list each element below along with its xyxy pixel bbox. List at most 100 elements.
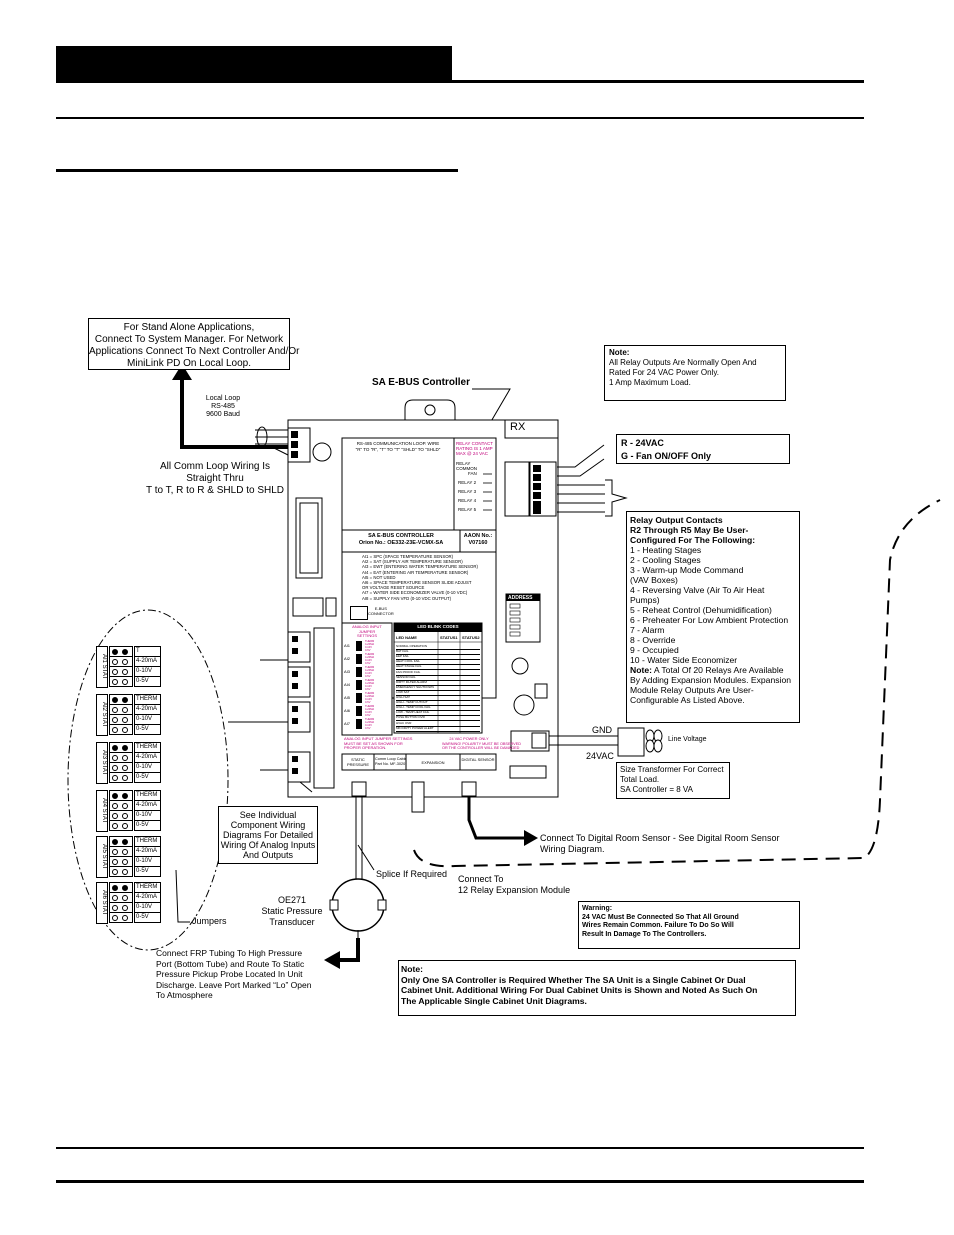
relay-option: 10 - Water Side Economizer [630, 655, 738, 665]
relay-option: 1 - Heating Stages [630, 545, 702, 555]
jumper-option-label: 0-5V [134, 676, 161, 687]
expansion-line: Connect To [458, 874, 504, 884]
digital-sensor-line: Connect To Digital Room Sensor - See Dig… [540, 833, 780, 843]
transducer-line: Static Pressure [261, 906, 323, 916]
jumper-setting-option: 0-10V [365, 724, 372, 727]
ebus-connector [350, 606, 368, 620]
jumper-setting-label: AI2 [344, 656, 351, 661]
jumper-setting-pins [356, 641, 362, 651]
warn-note: 24 VAC POWER ONLY WARNING! POLARITY MUST… [442, 737, 521, 751]
tubing-note-line: Connect FRP Tubing To High Pressure [156, 948, 303, 958]
relay-option: Pumps) [630, 595, 660, 605]
jumper-setting-option: 0-5V [365, 675, 371, 678]
component-note-line: Wiring Of Analog Inputs [220, 840, 316, 850]
board-relay-header-line: MAX @ 24 VAC [456, 451, 488, 456]
jumper-setting-pins [356, 680, 362, 690]
board-inputs: AI1 = SPC (SPACE TEMPERATURE SENSOR) AI2… [362, 554, 478, 601]
jumper-note: ANALOG INPUT JUMPER SETTINGS MUST BE SET… [344, 736, 412, 751]
tubing-note-line: To Atmosphere [156, 990, 213, 1000]
board-aaon: AAON No.: V07160 [461, 533, 495, 547]
relay-contacts-note-line: By Adding Expansion Modules. Expansion [630, 675, 791, 685]
digital-sensor-note: Connect To Digital Room Sensor - See Dig… [540, 833, 779, 855]
jumper-setting-option: THERM [365, 640, 375, 643]
relay-note-line: All Relay Outputs Are Normally Open And [609, 358, 757, 367]
jumper-setting-option: 4-20MA [365, 682, 375, 685]
led-header-status1: STATUS1 [440, 635, 458, 640]
comm-wiring-note: All Comm Loop Wiring Is Straight Thru T … [132, 461, 298, 497]
port-comm-cable-line: Comm Loop Cable [375, 757, 407, 761]
local-loop-line: Local Loop [205, 395, 241, 402]
jumper-note-line: MUST BE SET AS SHOWN FOR [344, 740, 403, 746]
warn-note-line: 24 VAC POWER ONLY [449, 737, 489, 741]
relay-option: 4 - Reversing Valve (Air To Air Heat [630, 585, 765, 595]
comm-note-line: Applications Connect To Next Controller … [89, 346, 300, 357]
jumper-setting-option: 0-10V [365, 646, 372, 649]
relay-option: (VAV Boxes) [630, 575, 678, 585]
jumper-pin-row [109, 694, 133, 705]
warning-note: Warning: 24 VAC Must Be Connected So Tha… [578, 901, 800, 949]
warning-line: Wires Remain Common. Failure To Do So Wi… [582, 922, 734, 929]
jumper-option-label: 0-5V [134, 820, 161, 831]
bottom-note-line: The Applicable Single Cabinet Unit Diagr… [401, 995, 587, 1006]
jumper-pin [112, 793, 118, 799]
jumper-setting-pins [356, 693, 362, 703]
board-name-line: Orion No.: OE332-23E-VCMX-SA [358, 540, 444, 546]
bottom-note-line: Cabinet Unit. Additional Wiring For Dual… [401, 985, 758, 995]
jumper-pin [122, 765, 128, 771]
jumper-pin [122, 707, 128, 713]
jumper-pin [112, 697, 118, 703]
board-relay-3: RELAY 3 [458, 489, 477, 494]
bottom-note-line: Note: [401, 964, 423, 974]
board-relay-common-line: COMMON [456, 466, 477, 471]
comm-wiring-line: Straight Thru [186, 473, 244, 484]
jumper-pin [112, 895, 118, 901]
jumper-pin-row [109, 912, 133, 923]
jumper-setting-label: AI5 [344, 695, 351, 700]
line-voltage-label: Line Voltage [668, 736, 707, 743]
led-row: LOW SAT [396, 690, 480, 696]
board-relay-2: RELAY 2 [458, 480, 477, 485]
jumper-setting-option: 4-20MA [365, 695, 375, 698]
comm-note: For Stand Alone Applications, Connect To… [88, 318, 300, 370]
relay-note-line: Rated For 24 VAC Power Only. [609, 368, 719, 377]
board-input-line: AI8 = SUPPLY FAN VFD (0-10 VDC OUTPUT) [362, 595, 452, 601]
jumper-pin [122, 803, 128, 809]
jumper-pin-row [109, 676, 133, 687]
title-rule [56, 169, 458, 172]
jumper-option-label: 0-5V [134, 866, 161, 877]
jumper-setting-pins [356, 719, 362, 729]
jumper-pin [122, 775, 128, 781]
local-loop-line: RS-485 [211, 403, 235, 410]
board-input-line: AI7 = WATER SIDE ECONOMIZER VALVE (0-10 … [362, 590, 468, 596]
jumper-pin [122, 717, 128, 723]
relay-option: 9 - Occupied [630, 645, 679, 655]
jumper-pin [122, 793, 128, 799]
led-row: HEAT COOL FAIL [396, 659, 480, 666]
splice-label: Splice If Required [376, 869, 448, 879]
jumper-setting-option: 4-20MA [365, 708, 375, 711]
board-comm-header-line: "R" TO "R", "T" TO "T" "SHLD" TO "SHLD" [355, 446, 441, 452]
comm-wiring-line: All Comm Loop Wiring Is [159, 461, 271, 472]
jumper-pin [122, 755, 128, 761]
jumper-pin [112, 885, 118, 891]
bottom-note: Note: Only One SA Controller is Required… [398, 960, 796, 1016]
expansion-label: Connect To 12 Relay Expansion Module [458, 874, 570, 896]
board-relay-common: RELAY COMMON [456, 461, 477, 471]
jumper-pin [112, 679, 118, 685]
jumper-setting-option: 0-10V [365, 698, 372, 701]
footer-rule-top [56, 1147, 864, 1149]
relay-note: Note: All Relay Outputs Are Normally Ope… [604, 345, 786, 401]
warn-note-line: OR THE CONTROLLER WILL BE DAMAGED [442, 746, 520, 751]
analog-terminal-tag: AI5 STAT [96, 836, 108, 878]
analog-terminal-tag: AI2 STAT [96, 694, 108, 736]
led-title: LED BLINK CODES [417, 624, 459, 629]
jumper-pin [122, 885, 128, 891]
component-note-line: Component Wiring [230, 820, 306, 830]
